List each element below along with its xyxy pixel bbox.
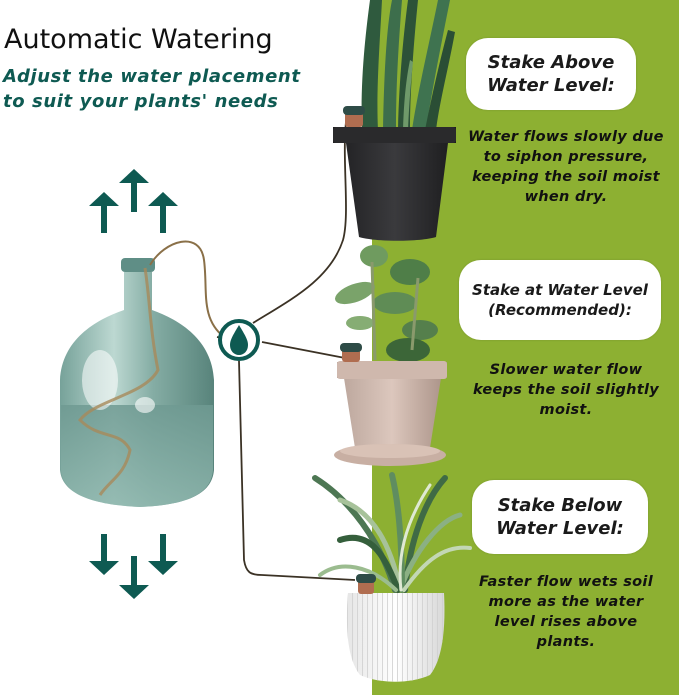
description-line: keeping the soil moist [472,169,660,185]
label-line: Stake at Water Level [472,281,648,299]
page-title: Automatic Watering [4,24,273,55]
water-drop-icon [218,319,260,361]
description-line: Slower water flow [489,362,643,378]
stake-below-water-level-label: Stake Below Water Level: [472,480,648,554]
peperomia-terracotta-pot [334,245,447,466]
drip-tubes [216,121,356,581]
description-line: Water flows slowly due [468,129,664,145]
description-line: more as the water [488,594,644,610]
stake-below-water-level-description: Faster flow wets soil more as the water … [450,572,679,652]
label-line: (Recommended): [488,301,632,319]
stake-above-water-level-description: Water flows slowly due to siphon pressur… [450,127,679,207]
description-line: plants. [536,634,596,650]
description-line: keeps the soil slightly [472,382,660,398]
dracaena-white-pot [312,472,472,593]
subtitle-line-1: Adjust the water placement [3,66,301,87]
description-line: moist. [539,402,593,418]
description-line: Faster flow wets soil [479,574,653,590]
snake-plant-black-pot [333,0,456,241]
stake-at-water-level-label: Stake at Water Level (Recommended): [459,260,661,340]
description-line: to siphon pressure, [483,149,649,165]
white-ribbed-pot [346,574,445,682]
arrows-down-icon [89,534,178,599]
arrows-up-icon [89,169,178,233]
stake-at-water-level-description: Slower water flow keeps the soil slightl… [450,360,679,420]
glass-water-jug [60,240,225,507]
label-line: Stake Below [497,495,623,516]
label-line: Water Level: [487,75,615,96]
label-line: Stake Above [487,52,615,73]
subtitle-line-2: to suit your plants' needs [3,91,279,112]
description-line: level rises above [494,614,638,630]
page-subtitle: Adjust the water placement to suit your … [3,64,301,114]
stake-above-water-level-label: Stake Above Water Level: [466,38,636,110]
label-line: Water Level: [496,518,624,539]
description-line: when dry. [524,189,608,205]
